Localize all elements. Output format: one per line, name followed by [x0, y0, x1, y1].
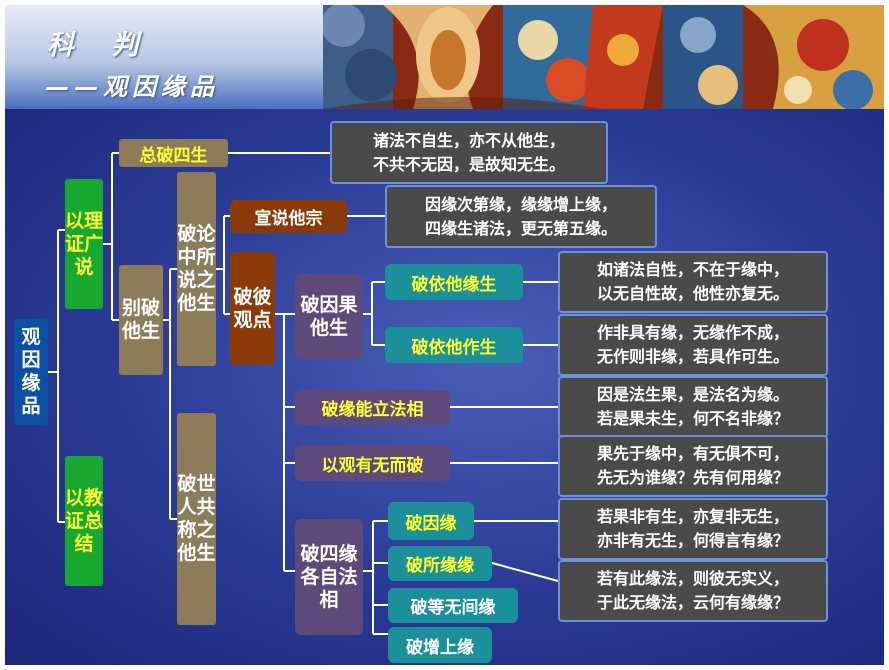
verse-box: 诸法不自生，亦不从他生， 不共不无因，是故知无生。	[330, 121, 608, 184]
node-refute-dependent-cond: 破依他缘生	[385, 264, 523, 300]
verse-line: 诸法不自生，亦不从他生，	[372, 130, 565, 150]
node-general-refute: 总破四生	[119, 139, 228, 167]
node-cond-cause: 破因缘	[388, 502, 474, 540]
node-teach: 以教证总结	[65, 456, 103, 586]
verse-line: 于此无缘法，云何有缘缘？	[596, 593, 789, 612]
verse-box: 若果非有生，亦复非无生， 亦非有无生，何得言有缘？	[558, 498, 828, 560]
verse-line: 若有此缘法，则彼无实义，	[596, 569, 789, 588]
verse-line: 因是法生果，是法名为缘。	[596, 385, 789, 404]
verse-line: 如诸法自性，不在于缘中，	[596, 260, 789, 279]
node-refute-dependent-act: 破依他作生	[385, 327, 523, 363]
node-refute-cause-fruit: 破因果他生	[295, 274, 363, 359]
node-argue: 以理证广说	[65, 179, 103, 309]
verse-line: 因缘次第缘，缘缘增上缘，	[424, 194, 617, 214]
verse-line: 先无为谁缘？先有何用缘？	[596, 468, 789, 487]
node-refute-view: 破彼观点	[230, 252, 275, 365]
node-state-tenet: 宣说他宗	[230, 200, 347, 233]
node-refute-exist: 以观有无而破	[295, 445, 450, 481]
node-refute-four: 破四缘各自法相	[295, 519, 363, 635]
verse-line: 若是果未生，何不名非缘？	[596, 409, 789, 428]
verse-line: 无作则非缘，若具作可生。	[596, 347, 789, 366]
verse-line: 作非具有缘，无缘作不成，	[596, 323, 789, 342]
verse-line: 亦非有无生，何得言有缘？	[596, 531, 789, 550]
verse-line: 四缘生诸法，更无第五缘。	[424, 218, 617, 238]
node-refute-world: 破世人共称之他生	[177, 413, 216, 625]
header-banner: 科 判 ——观因缘品	[5, 5, 884, 109]
connector-lines	[48, 152, 559, 635]
verse-box: 因是法生果，是法名为缘。 若是果未生，何不名非缘？	[558, 376, 828, 438]
verse-line: 不共不无因，是故知无生。	[372, 154, 565, 174]
node-cond-dominant: 破增上缘	[388, 627, 492, 663]
slide-title: 科 判	[47, 30, 153, 61]
verse-box: 若有此缘法，则彼无实义， 于此无缘法，云何有缘缘？	[558, 560, 828, 622]
verse-box: 果先于缘中，有无俱不可， 先无为谁缘？先有何用缘？	[558, 435, 828, 497]
diagram-area: 观因缘品 以理证广说 以教证总结 总破四生 别破他生 破论中所说之他生 破世人共…	[5, 109, 884, 665]
verse-line: 果先于缘中，有无俱不可，	[596, 444, 789, 463]
verse-line: 以无自性故，他性亦复无。	[596, 284, 789, 303]
node-cond-object: 破所缘缘	[388, 546, 492, 581]
node-specific-refute: 别破他生	[119, 265, 163, 375]
verse-box: 因缘次第缘，缘缘增上缘， 四缘生诸法，更无第五缘。	[385, 185, 657, 248]
verse-box: 如诸法自性，不在于缘中， 以无自性故，他性亦复无。	[558, 251, 828, 313]
node-refute-cond-establish: 破缘能立法相	[295, 390, 450, 425]
node-refute-theory: 破论中所说之他生	[177, 172, 216, 366]
node-cond-immediate: 破等无间缘	[388, 588, 518, 623]
node-root: 观因缘品	[14, 319, 48, 425]
slide-subtitle: ——观因缘品	[45, 72, 219, 101]
verse-line: 若果非有生，亦复非无生，	[596, 507, 789, 526]
verse-box: 作非具有缘，无缘作不成， 无作则非缘，若具作可生。	[558, 314, 828, 376]
thangka-artwork-image	[323, 5, 884, 109]
